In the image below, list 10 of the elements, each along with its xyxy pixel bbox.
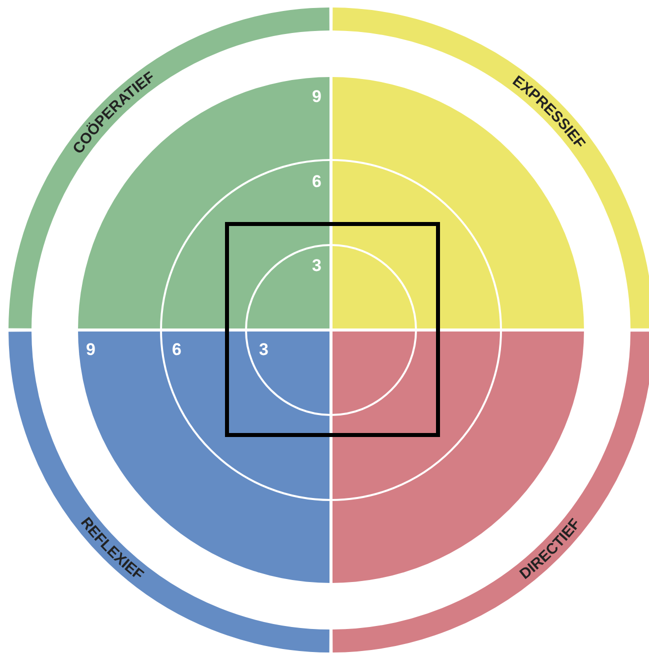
ring-segment <box>332 330 649 652</box>
scale-number: 6 <box>172 341 182 358</box>
scale-number: 9 <box>86 341 96 358</box>
scale-number: 3 <box>312 257 322 274</box>
ring-segment <box>8 330 330 652</box>
scale-number: 9 <box>312 88 322 105</box>
ring-segment <box>8 8 330 330</box>
ring-segment <box>332 8 649 330</box>
scale-number: 6 <box>312 173 322 190</box>
scale-number: 3 <box>259 341 268 358</box>
